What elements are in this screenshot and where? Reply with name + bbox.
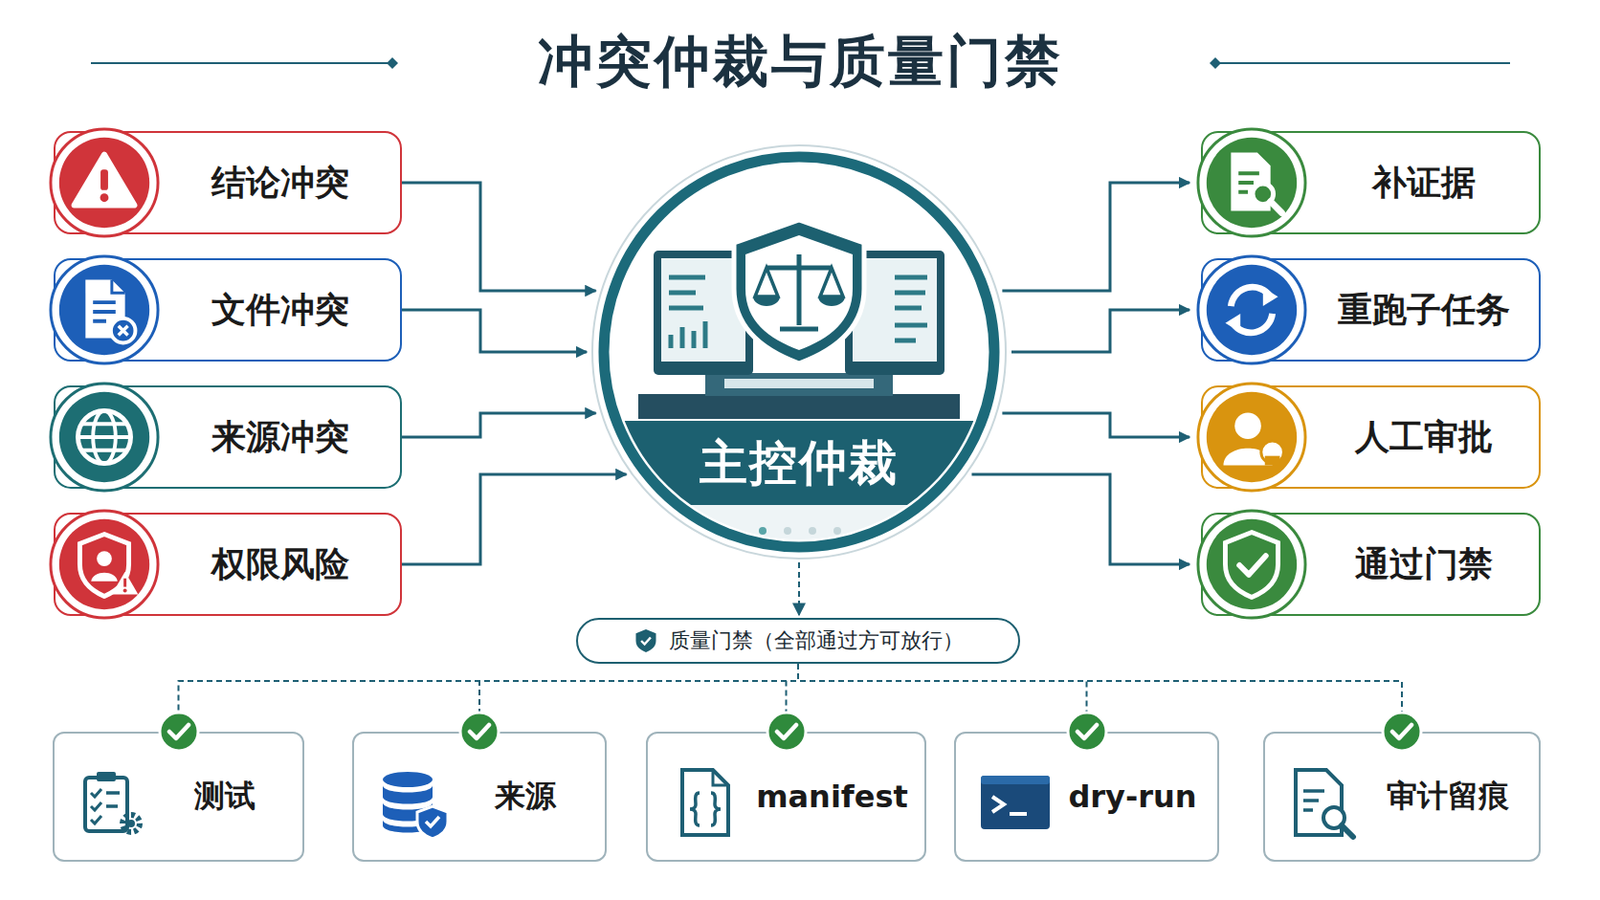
check-item-icon — [1286, 764, 1363, 842]
gate-pill: 质量门禁（全部通过方可放行） — [576, 618, 1021, 665]
action-box: 重跑子任务 — [1200, 258, 1541, 362]
pass-check — [765, 711, 808, 754]
risk-box: 权限风险 — [53, 512, 402, 617]
diagram-title: 冲突仲裁与质量门禁 — [0, 24, 1600, 100]
node-label: 文件冲突 — [211, 287, 350, 334]
connector — [479, 664, 799, 733]
gate-check-box: dry-run — [954, 732, 1220, 863]
connector — [798, 562, 800, 616]
connector — [1001, 182, 1190, 291]
check-item-icon — [75, 764, 153, 842]
conflict-box: 文件冲突 — [53, 258, 402, 362]
node-label: 结论冲突 — [211, 159, 350, 207]
check-item-icon — [977, 764, 1054, 842]
connector — [401, 413, 597, 438]
connector — [1011, 310, 1190, 353]
action-box: 补证据 — [1200, 131, 1541, 235]
node-label: 主控仲裁 — [699, 431, 899, 496]
connector — [401, 474, 627, 565]
check-item-icon — [668, 764, 746, 842]
node-label: 权限风险 — [211, 541, 350, 589]
check-item-icon — [375, 764, 452, 842]
icon-badge — [1195, 508, 1309, 622]
connector — [1001, 413, 1190, 438]
action-box: 人工审批 — [1200, 385, 1541, 489]
icon-badge — [47, 126, 161, 240]
gate-check-box: 测试 — [52, 732, 305, 863]
node-label: 来源冲突 — [211, 414, 350, 462]
icon-badge — [1195, 126, 1309, 240]
icon-badge — [1195, 380, 1309, 494]
pass-check — [1066, 711, 1109, 754]
node-label: 重跑子任务 — [1337, 287, 1511, 334]
node-label: 补证据 — [1372, 159, 1476, 207]
icon-badge — [1195, 253, 1309, 367]
gate-check-box: manifest — [645, 732, 927, 863]
icon-badge — [47, 253, 161, 367]
connector — [798, 664, 1088, 733]
node-label: 来源 — [494, 776, 556, 819]
connector — [401, 310, 587, 353]
shield-icon — [632, 627, 660, 655]
arbiter-illustration — [590, 143, 1008, 561]
arbiter-circle: 主控仲裁 — [590, 143, 1008, 561]
conflict-box: 来源冲突 — [53, 385, 402, 489]
gate-check-box: 审计留痕 — [1263, 732, 1541, 863]
node-label: 测试 — [194, 776, 256, 819]
conflict-box: 结论冲突 — [53, 131, 402, 235]
pass-check — [157, 711, 200, 754]
pass-check — [458, 711, 501, 754]
connector — [971, 474, 1190, 565]
node-label: 质量门禁（全部通过方可放行） — [668, 626, 964, 656]
node-label: 审计留痕 — [1386, 776, 1510, 819]
gate-check-box: 来源 — [352, 732, 607, 863]
node-label: dry-run — [1067, 778, 1197, 816]
icon-badge — [47, 508, 161, 622]
node-label: 通过门禁 — [1355, 541, 1493, 589]
action-box: 通过门禁 — [1200, 512, 1541, 617]
pass-check — [1380, 711, 1423, 754]
node-label: 人工审批 — [1355, 414, 1493, 462]
label-band: 主控仲裁 — [590, 421, 1008, 506]
node-label: manifest — [755, 778, 909, 816]
icon-badge — [47, 380, 161, 494]
connector — [401, 182, 597, 291]
